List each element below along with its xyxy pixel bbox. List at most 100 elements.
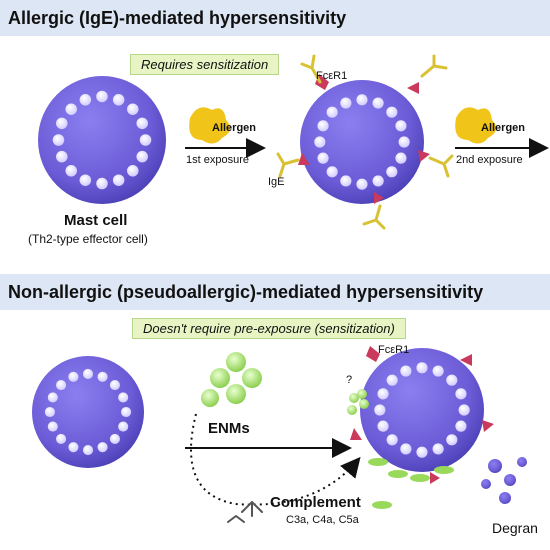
granule xyxy=(97,442,108,453)
allergen-label-2: Allergen xyxy=(481,122,526,134)
mast-cell-nonallergic-resting xyxy=(32,356,144,468)
granule xyxy=(112,94,125,106)
fcer1-label-2: FcεR1 xyxy=(378,344,410,356)
section-title-nonallergic: Non-allergic (pseudoallergic)-mediated h… xyxy=(8,282,484,302)
granule xyxy=(139,134,152,146)
granule xyxy=(52,134,65,146)
granule xyxy=(458,404,470,416)
granule xyxy=(356,94,368,106)
granule xyxy=(109,380,120,391)
granule xyxy=(317,120,329,132)
granule xyxy=(377,388,389,400)
granule xyxy=(455,388,467,400)
granule xyxy=(446,374,458,386)
granule xyxy=(56,433,67,444)
enm-particles xyxy=(201,352,262,407)
arrow-complement-path xyxy=(190,413,361,506)
ige-label: IgE xyxy=(268,176,285,188)
ige-antibodies xyxy=(276,54,454,230)
granule xyxy=(109,433,120,444)
granule xyxy=(416,446,428,458)
granule xyxy=(47,392,58,403)
granule xyxy=(79,94,92,106)
granule xyxy=(96,90,108,103)
granule xyxy=(372,175,384,187)
granule xyxy=(386,106,398,118)
exposure-label-2: 2nd exposure xyxy=(456,154,523,166)
granule xyxy=(121,406,132,418)
granule xyxy=(400,365,412,377)
granule xyxy=(56,380,67,391)
granule xyxy=(136,117,148,130)
granule xyxy=(82,368,94,379)
mast-cell-resting xyxy=(38,76,166,204)
allergen-label-1: Allergen xyxy=(212,122,257,134)
granule xyxy=(372,97,384,109)
granule xyxy=(455,420,467,432)
enm-question-cluster xyxy=(347,389,369,415)
degranulation-label: Degran xyxy=(492,520,538,536)
fcer1-receptors-sensitized xyxy=(298,74,430,204)
section-title-allergic: Allergic (IgE)-mediated hypersensitivity xyxy=(8,8,347,28)
granule xyxy=(340,175,352,187)
granule xyxy=(118,421,129,432)
mast-cell-nonallergic-activated xyxy=(360,348,484,472)
exposure-label-1: 1st exposure xyxy=(186,154,249,166)
granule xyxy=(118,392,129,403)
granule xyxy=(127,103,139,115)
mast-cell-sensitized xyxy=(300,80,424,204)
granule xyxy=(416,362,428,374)
section-header-nonallergic xyxy=(0,274,550,310)
granule xyxy=(400,443,412,455)
granule xyxy=(56,117,68,130)
granule xyxy=(68,371,79,382)
granule xyxy=(446,434,458,446)
granule xyxy=(96,177,108,190)
complement-label: Complement xyxy=(270,494,361,511)
enms-label: ENMs xyxy=(208,420,250,437)
granule xyxy=(356,178,368,190)
granule xyxy=(374,404,386,416)
granule xyxy=(432,365,444,377)
granule xyxy=(82,445,94,456)
fcer1-label-1: FcεR1 xyxy=(316,70,348,82)
granule xyxy=(377,420,389,432)
granule xyxy=(395,152,407,164)
granule xyxy=(79,174,92,186)
granule xyxy=(386,374,398,386)
granule xyxy=(56,150,68,163)
granule xyxy=(65,165,77,177)
granule xyxy=(44,406,55,418)
mast-cell-label: Mast cell xyxy=(64,212,128,229)
granule xyxy=(136,150,148,163)
granule xyxy=(68,442,79,453)
granule xyxy=(65,103,77,115)
section-header-allergic xyxy=(0,0,550,36)
granule xyxy=(97,371,108,382)
granule xyxy=(398,136,410,148)
granule xyxy=(395,120,407,132)
allergen-icon-2 xyxy=(455,107,497,144)
granule xyxy=(326,106,338,118)
granule xyxy=(432,443,444,455)
note-requires-sensitization: Requires sensitization xyxy=(130,54,280,75)
complement-icon xyxy=(227,501,263,523)
allergen-icon-1 xyxy=(189,107,231,144)
granule xyxy=(47,421,58,432)
granule xyxy=(127,165,139,177)
granule xyxy=(112,174,125,186)
granule xyxy=(386,434,398,446)
degranulation-bubbles xyxy=(481,457,527,504)
fcer1-receptors-activated xyxy=(350,346,494,484)
complement-parts-label: C3a, C4a, C5a xyxy=(286,514,359,526)
granule xyxy=(317,152,329,164)
granule xyxy=(314,136,326,148)
mast-cell-sublabel: (Th2-type effector cell) xyxy=(28,232,148,246)
note-no-preexposure: Doesn't require pre-exposure (sensitizat… xyxy=(132,318,406,339)
question-mark: ? xyxy=(346,374,353,386)
granule xyxy=(340,97,352,109)
complement-fragments xyxy=(368,458,454,509)
granule xyxy=(386,166,398,178)
granule xyxy=(326,166,338,178)
